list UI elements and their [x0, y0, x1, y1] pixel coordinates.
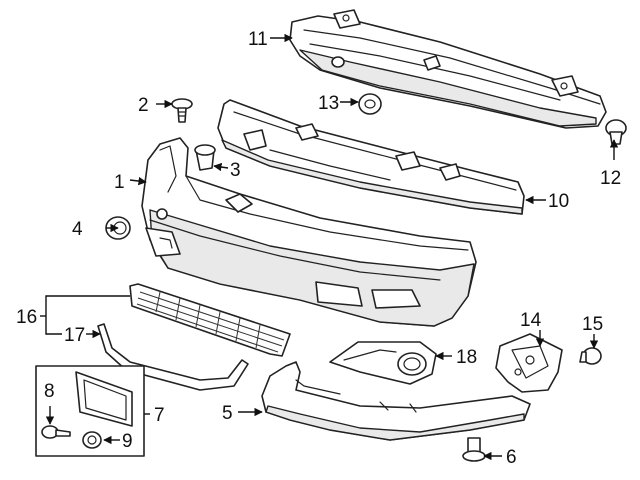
callout-6: 6: [506, 447, 517, 468]
fog-lamp-trim: [329, 341, 437, 385]
callout-18: 18: [456, 347, 477, 368]
callout-10: 10: [548, 191, 569, 212]
callout-8: 8: [44, 381, 55, 402]
clip-9: [82, 431, 102, 449]
callout-labels: 11 2 3 1 4 13 10 12 14 15 18 5 6 7 8 9 1…: [16, 29, 621, 468]
callout-5: 5: [222, 403, 233, 424]
energy-absorber: [217, 99, 525, 215]
callout-4: 4: [72, 219, 83, 240]
push-pin-6: [462, 437, 486, 462]
clip-3: [194, 144, 216, 171]
grille-mesh: [136, 291, 285, 353]
reinforcement-bar: [289, 9, 607, 129]
lower-spoiler: [261, 361, 531, 441]
screw-8: [41, 425, 71, 439]
callout-11: 11: [248, 29, 268, 50]
callout-3: 3: [230, 160, 241, 181]
callout-13: 13: [318, 93, 339, 114]
callout-9: 9: [122, 431, 133, 452]
license-plate-bracket: [75, 371, 133, 427]
push-pin-15: [579, 347, 602, 365]
bracket-14: [495, 333, 563, 393]
callout-14: 14: [520, 310, 542, 331]
bolt-2: [171, 98, 193, 123]
callout-17: 17: [64, 325, 85, 346]
license-plate-kit-box: [35, 365, 145, 457]
callout-15: 15: [582, 314, 603, 335]
callout-2: 2: [138, 95, 149, 116]
grommet: [358, 93, 382, 115]
leader-lines: [40, 33, 619, 461]
callout-12: 12: [600, 168, 621, 189]
callout-16: 16: [16, 307, 37, 328]
bumper-cover: [141, 137, 477, 327]
callout-7: 7: [154, 405, 165, 426]
lower-grille: [129, 283, 291, 357]
push-pin-12: [605, 119, 627, 145]
callout-1: 1: [114, 172, 125, 193]
